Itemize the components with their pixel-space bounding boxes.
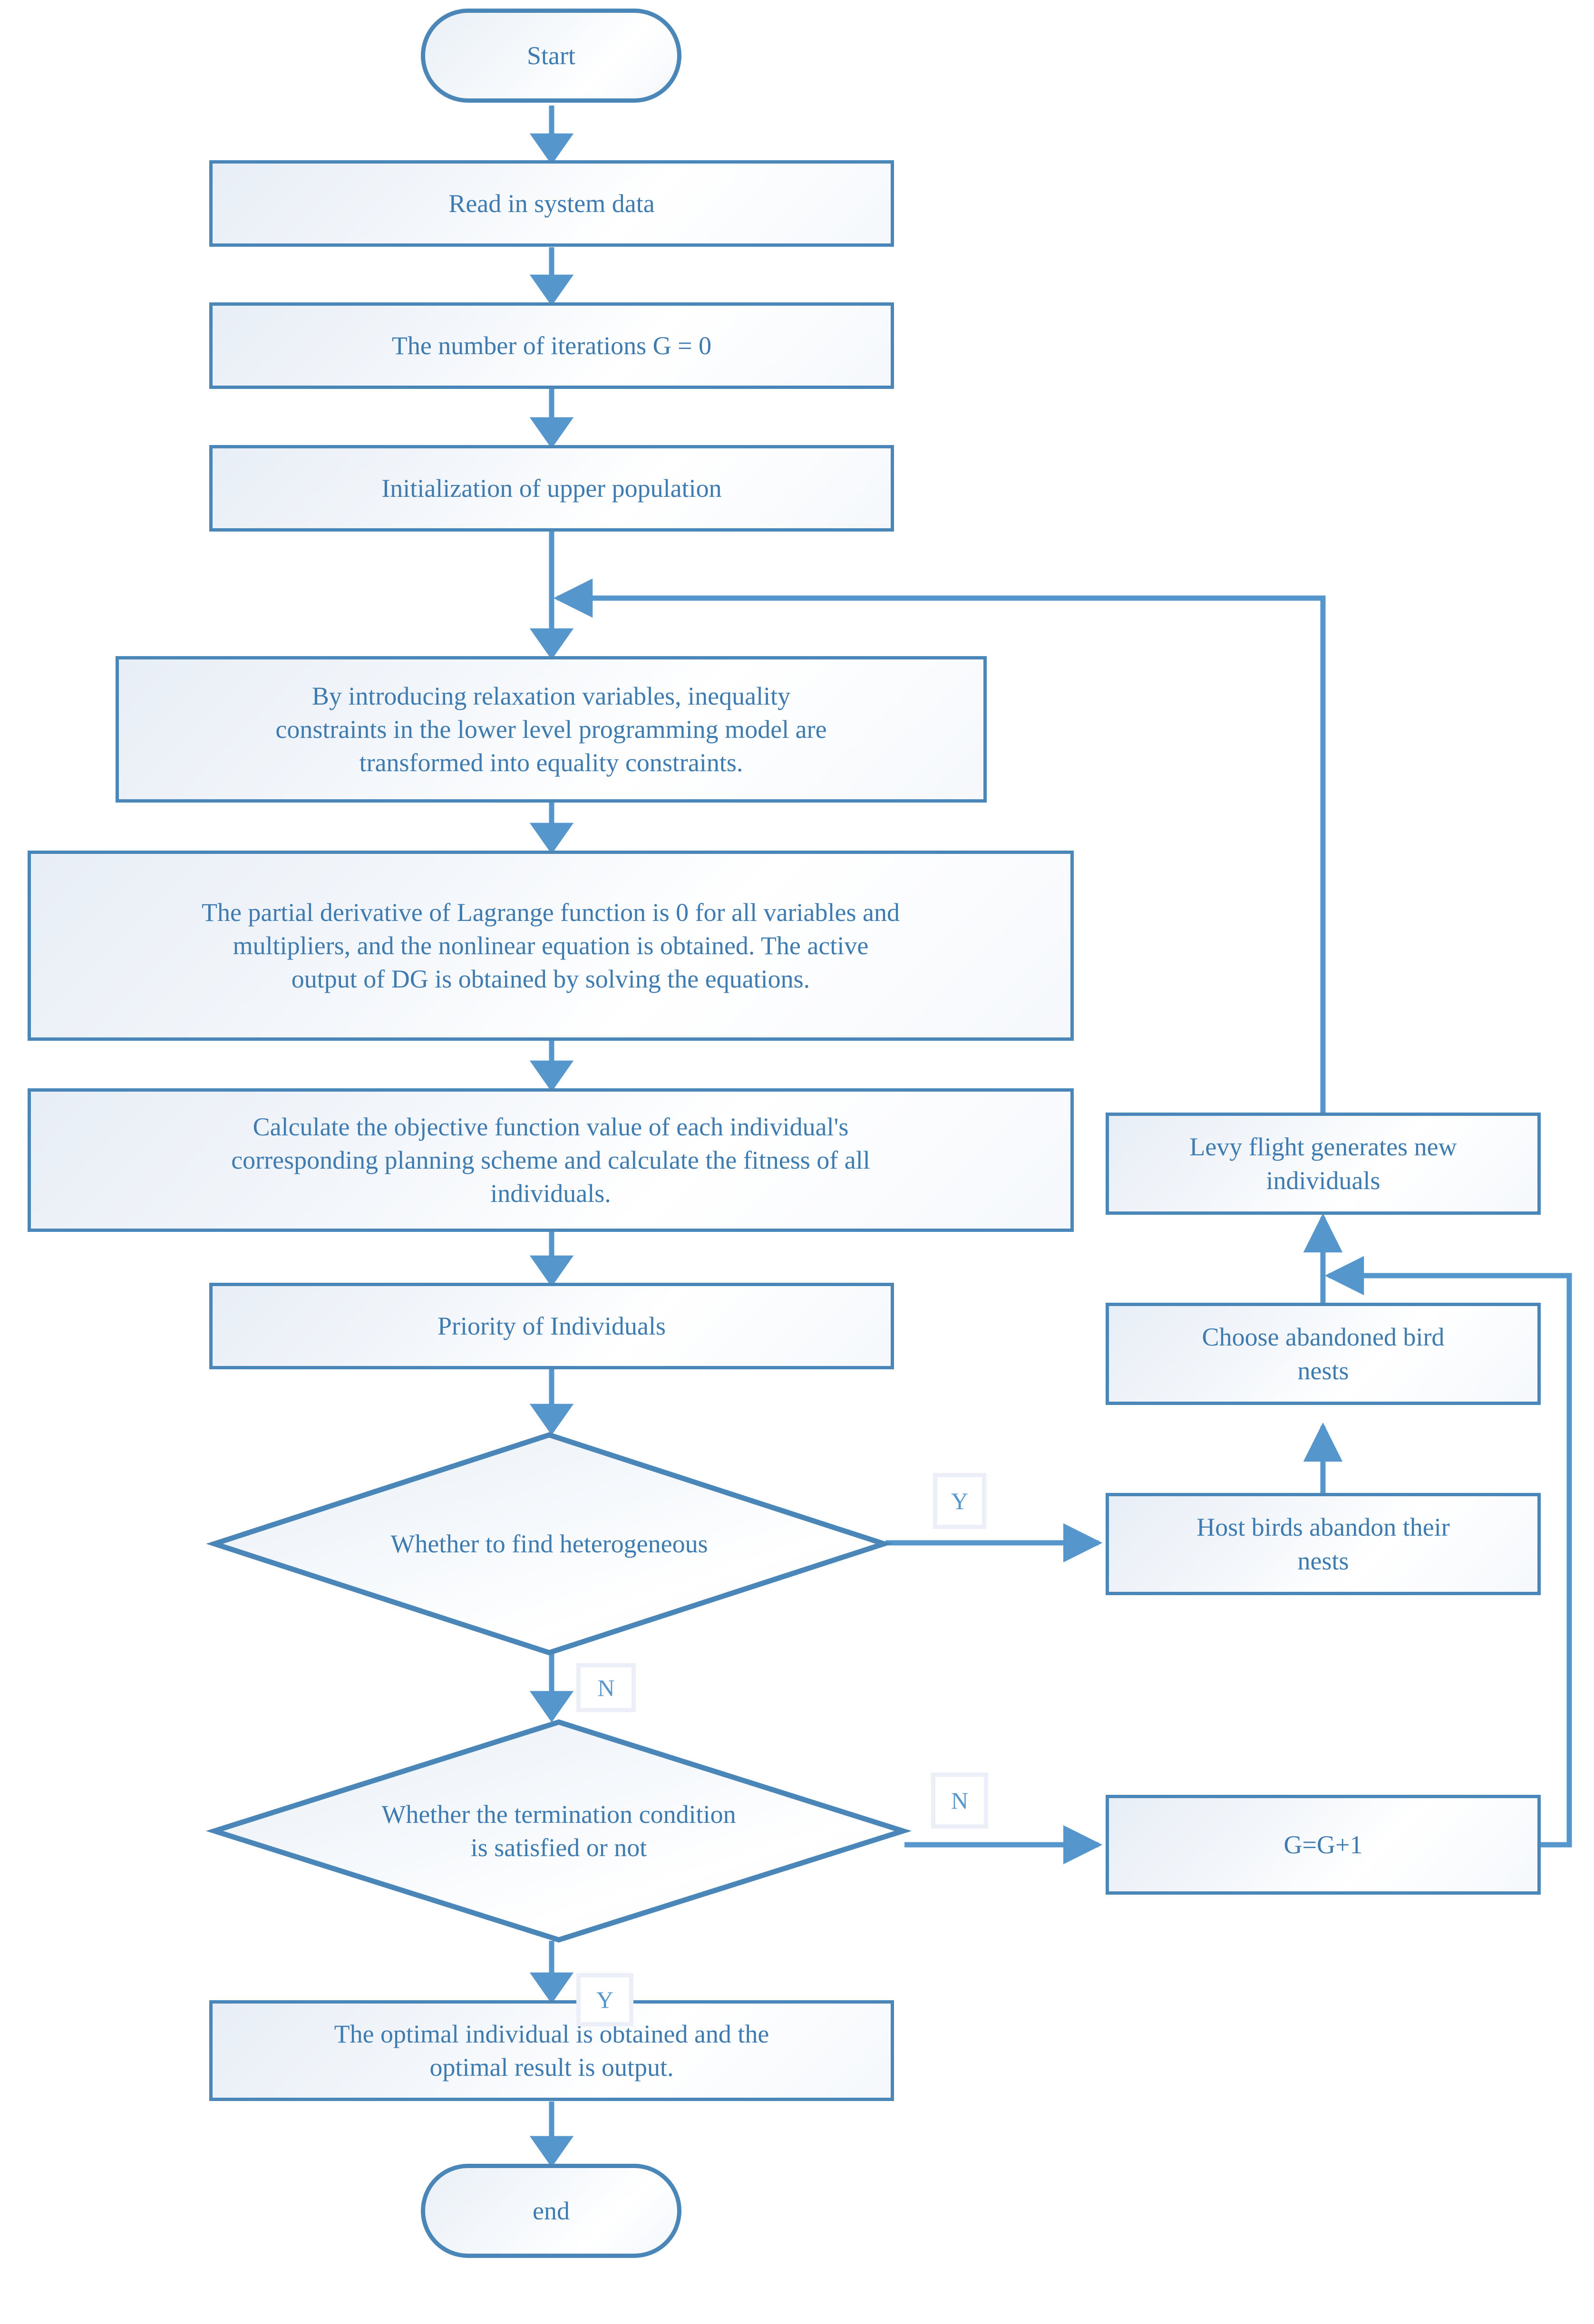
node-initialization-upper-population-label: Initialization of upper population	[381, 474, 722, 503]
node-decision-heterogeneous[interactable]: Whether to find heterogeneous	[206, 1432, 893, 1656]
node-calculate-objective-fitness-line-3: individuals.	[490, 1179, 611, 1208]
node-read-system-data-label: Read in system data	[448, 189, 655, 218]
node-lagrange-partial-derivative-line-2: multipliers, and the nonlinear equation …	[233, 931, 869, 960]
node-relaxation-variables-line-1: By introducing relaxation variables, ine…	[311, 681, 791, 710]
edge-label-heterogeneous-yes: Y	[933, 1473, 986, 1529]
edge-label-termination-no: N	[931, 1772, 988, 1829]
node-decision-termination-line-1: Whether the termination condition	[381, 1800, 736, 1829]
edge-label-termination-yes-text: Y	[596, 1986, 614, 2013]
node-initialization-upper-population[interactable]: Initialization of upper population	[209, 445, 894, 532]
node-lagrange-partial-derivative-line-1: The partial derivative of Lagrange funct…	[202, 898, 900, 927]
edge-label-heterogeneous-no: N	[576, 1663, 636, 1712]
node-iterations-init[interactable]: The number of iterations G = 0	[209, 302, 894, 389]
node-choose-abandoned-nests-line-2: nests	[1297, 1356, 1349, 1385]
node-increment-generation-label: G=G+1	[1283, 1830, 1363, 1859]
node-optimal-individual-output[interactable]: The optimal individual is obtained and t…	[209, 2000, 894, 2101]
node-optimal-individual-output-line-2: optimal result is output.	[429, 2053, 674, 2082]
node-decision-termination[interactable]: Whether the termination condition is sat…	[205, 1719, 912, 1943]
node-decision-termination-label: Whether the termination condition is sat…	[212, 1719, 906, 1943]
node-start[interactable]: Start	[421, 9, 681, 103]
node-optimal-individual-output-line-1: The optimal individual is obtained and t…	[334, 2019, 769, 2048]
node-levy-flight-line-2: individuals	[1266, 1166, 1380, 1195]
edge-label-termination-yes: Y	[576, 1973, 633, 2026]
node-calculate-objective-fitness-line-1: Calculate the objective function value o…	[253, 1112, 849, 1141]
node-start-label: Start	[527, 41, 575, 70]
node-host-birds-abandon-nests-line-1: Host birds abandon their	[1196, 1513, 1450, 1542]
node-end-label: end	[533, 2196, 570, 2225]
node-choose-abandoned-nests[interactable]: Choose abandoned bird nests	[1106, 1303, 1541, 1405]
node-relaxation-variables-line-2: constraints in the lower level programmi…	[275, 715, 827, 744]
node-lagrange-partial-derivative-line-3: output of DG is obtained by solving the …	[291, 965, 810, 994]
edge-label-termination-no-text: N	[951, 1787, 969, 1814]
node-host-birds-abandon-nests[interactable]: Host birds abandon their nests	[1106, 1493, 1541, 1595]
node-increment-generation[interactable]: G=G+1	[1106, 1795, 1541, 1895]
node-lagrange-partial-derivative[interactable]: The partial derivative of Lagrange funct…	[28, 851, 1074, 1041]
node-end[interactable]: end	[421, 2164, 681, 2258]
node-host-birds-abandon-nests-line-2: nests	[1297, 1546, 1349, 1575]
node-relaxation-variables[interactable]: By introducing relaxation variables, ine…	[116, 656, 987, 803]
node-choose-abandoned-nests-line-1: Choose abandoned bird	[1202, 1323, 1445, 1352]
edge-label-heterogeneous-no-text: N	[597, 1674, 615, 1701]
node-calculate-objective-fitness-line-2: corresponding planning scheme and calcul…	[231, 1145, 870, 1174]
node-levy-flight[interactable]: Levy flight generates new individuals	[1106, 1113, 1541, 1215]
node-relaxation-variables-line-3: transformed into equality constraints.	[359, 748, 743, 777]
edge-label-heterogeneous-yes-text: Y	[951, 1488, 969, 1514]
node-iterations-init-label: The number of iterations G = 0	[391, 331, 712, 360]
node-priority-of-individuals-label: Priority of Individuals	[437, 1311, 666, 1340]
node-read-system-data[interactable]: Read in system data	[209, 160, 894, 247]
node-levy-flight-line-1: Levy flight generates new	[1189, 1133, 1457, 1162]
node-calculate-objective-fitness[interactable]: Calculate the objective function value o…	[28, 1088, 1074, 1232]
node-decision-heterogeneous-label: Whether to find heterogeneous	[390, 1529, 708, 1558]
node-decision-termination-line-2: is satisfied or not	[470, 1833, 647, 1862]
node-priority-of-individuals[interactable]: Priority of Individuals	[209, 1283, 894, 1369]
